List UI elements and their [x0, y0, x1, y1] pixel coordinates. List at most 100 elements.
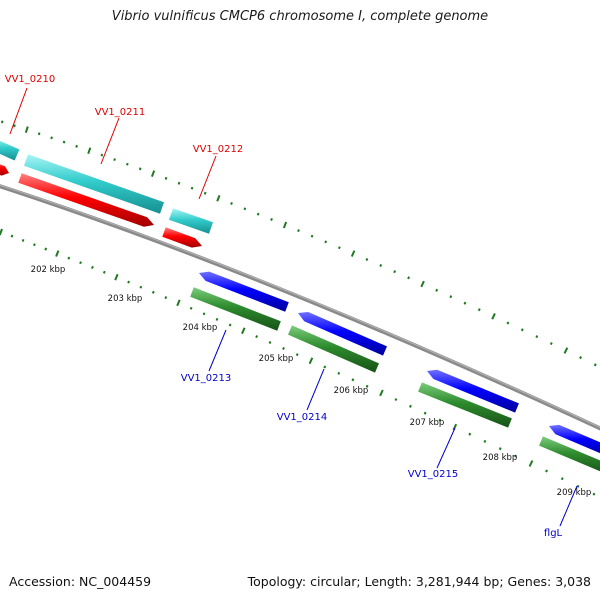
- tick-mark: [164, 296, 168, 300]
- kbp-scale-labels: 202 kbp 203 kbp 204 kbp 205 kbp 206 kbp 207 k…: [31, 265, 592, 498]
- tick-mark: [241, 327, 246, 335]
- tick-marks: [0, 120, 597, 496]
- kbp-label: 202 kbp: [31, 265, 66, 275]
- tick-mark: [13, 124, 16, 128]
- tick-mark: [67, 256, 71, 260]
- tick-mark: [139, 285, 143, 289]
- tick-mark: [113, 158, 116, 162]
- tick-mark: [87, 147, 92, 155]
- kbp-label: 207 kbp: [410, 418, 445, 428]
- tick-mark: [420, 280, 425, 288]
- tick-mark: [255, 335, 259, 339]
- tick-mark: [151, 290, 155, 294]
- tick-mark: [468, 432, 472, 436]
- tick-mark: [379, 264, 383, 267]
- tick-mark: [535, 335, 539, 339]
- tick-mark: [407, 276, 411, 280]
- label-leaders: [9, 87, 578, 527]
- tick-mark: [297, 229, 300, 233]
- tick-mark: [483, 439, 487, 443]
- tick-mark: [593, 363, 597, 367]
- tick-mark: [176, 299, 181, 307]
- tick-mark: [435, 288, 439, 292]
- tick-mark: [563, 347, 569, 354]
- tick-mark: [423, 411, 427, 415]
- tick-mark: [393, 270, 397, 274]
- cds-arrow-vv1-0210: [0, 164, 9, 176]
- tick-mark: [37, 132, 41, 136]
- tick-mark: [498, 447, 502, 451]
- tick-mark: [308, 357, 314, 365]
- tick-mark: [282, 221, 288, 229]
- kbp-label: 205 kbp: [259, 354, 294, 364]
- cds-arrow-flgl: [549, 424, 600, 454]
- tick-mark: [337, 371, 341, 375]
- tick-mark: [203, 191, 207, 195]
- tick-mark: [268, 340, 272, 345]
- tick-mark: [365, 384, 369, 388]
- cds-arrow-vv1-0213: [199, 271, 289, 312]
- kbp-label: 203 kbp: [108, 294, 143, 304]
- cds-arrow-vv1-0211: [18, 173, 154, 227]
- tick-mark: [438, 418, 442, 422]
- chromosome-backbone: [0, 184, 600, 431]
- gene-bar-flgl: [539, 436, 600, 472]
- gene-label-vv1-0214: VV1_0214: [277, 412, 328, 423]
- leader-line: [198, 155, 217, 200]
- tick-mark: [10, 234, 14, 238]
- tick-mark: [576, 484, 580, 488]
- gene-bar-vv1-0215: [418, 382, 512, 428]
- accession-text: Accession: NC_004459: [9, 574, 152, 589]
- leader-line: [208, 329, 227, 372]
- leader-line: [559, 485, 578, 527]
- tick-mark: [102, 270, 106, 274]
- gene-bar-vv1-0214: [288, 325, 379, 373]
- tick-mark: [350, 250, 356, 257]
- tick-mark: [379, 389, 384, 397]
- tick-mark: [150, 170, 156, 177]
- tick-mark: [394, 398, 398, 402]
- tick-mark: [177, 181, 181, 185]
- kbp-label: 204 kbp: [183, 323, 218, 333]
- tick-mark: [50, 136, 53, 140]
- tick-mark: [324, 240, 328, 244]
- cds-arrow-vv1-0214: [298, 312, 387, 356]
- kbp-label: 208 kbp: [483, 453, 518, 463]
- tick-mark: [91, 265, 94, 269]
- gene-label-vv1-0213: VV1_0213: [181, 373, 232, 384]
- tick-mark: [0, 120, 4, 124]
- leader-line: [9, 87, 28, 135]
- tick-mark: [55, 250, 60, 257]
- tick-mark: [100, 153, 104, 157]
- tick-mark: [295, 353, 299, 357]
- tick-mark: [79, 261, 82, 265]
- gene-bar-vv1-0210: [0, 140, 20, 161]
- tick-mark: [592, 492, 596, 496]
- gene-bar-vv1-0211: [24, 154, 164, 214]
- gene-label-vv1-0211: VV1_0211: [95, 107, 146, 118]
- cds-arrow-vv1-0215: [427, 369, 519, 413]
- tick-mark: [463, 301, 467, 305]
- gene-label-flgl: flgL: [544, 528, 563, 539]
- tick-mark: [127, 280, 131, 284]
- tick-mark: [337, 246, 341, 250]
- tick-mark: [228, 323, 232, 327]
- tick-mark: [44, 247, 48, 251]
- tick-mark: [560, 477, 564, 481]
- tick-mark: [33, 243, 36, 247]
- tick-mark: [351, 378, 355, 382]
- gene-labels: VV1_0210VV1_0211VV1_0212VV1_0213VV1_0214…: [5, 74, 563, 539]
- tick-mark: [0, 228, 3, 236]
- gene-bar-vv1-0213: [190, 287, 281, 331]
- tick-mark: [579, 356, 582, 360]
- cds-arrow-vv1-0212: [162, 227, 202, 248]
- tick-mark: [202, 312, 206, 316]
- tick-mark: [216, 195, 221, 202]
- gene-features: [0, 140, 600, 472]
- kbp-label: 206 kbp: [334, 386, 369, 396]
- tick-mark: [114, 273, 119, 281]
- tick-mark: [164, 176, 168, 180]
- tick-mark: [323, 365, 327, 369]
- tick-mark: [75, 144, 78, 148]
